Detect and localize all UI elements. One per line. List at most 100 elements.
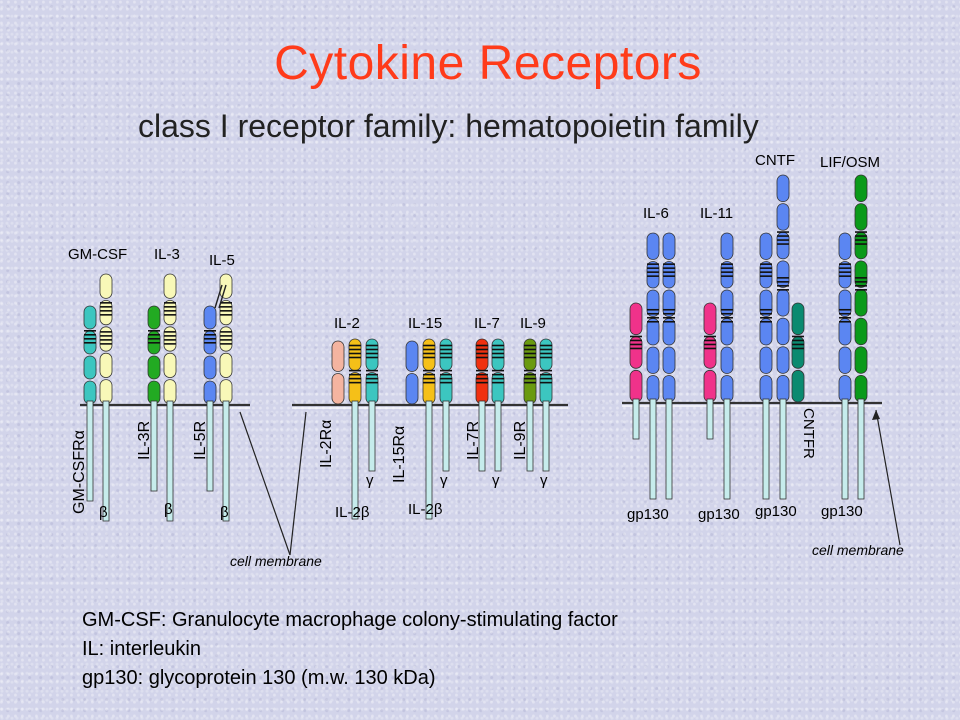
receptor-domain: [163, 352, 177, 379]
receptor-label-il-15r-alpha: IL-15Rα: [391, 426, 408, 483]
conserved-motif: [855, 243, 867, 245]
common-gamma-chain: [439, 338, 453, 472]
cytoplasmic-tail: [723, 398, 731, 500]
conserved-motif: [423, 348, 435, 351]
conserved-motif: [540, 344, 552, 347]
receptor-domain: [662, 346, 676, 374]
receptor-domain: [147, 355, 161, 380]
conserved-motif: [220, 306, 232, 308]
conserved-motif: [100, 331, 112, 333]
cell-membrane-label: cell membrane: [230, 553, 322, 569]
cytoplasmic-tail: [206, 400, 214, 492]
cytoplasmic-tail: [166, 400, 174, 522]
cytoplasmic-tail: [857, 398, 865, 500]
receptor-domain: [662, 232, 676, 260]
cytoplasmic-tail: [632, 398, 640, 440]
receptor-domain: [646, 375, 660, 403]
receptor-domain: [703, 369, 717, 403]
conserved-motif: [204, 342, 216, 344]
receptor-domain: [405, 373, 419, 405]
gp130-chain: [838, 232, 852, 500]
receptor-domain: [854, 374, 868, 403]
receptor-domain: [422, 338, 436, 371]
arrow-head: [872, 410, 880, 420]
conserved-motif: [855, 285, 867, 287]
conserved-motif: [839, 312, 851, 315]
receptor-domain: [629, 302, 643, 336]
gm-csf-receptor-group: [80, 273, 291, 556]
conserved-motif: [204, 338, 216, 340]
slide-subtitle: class I receptor family: hematopoietin f…: [138, 108, 759, 144]
receptor-domain: [776, 317, 790, 346]
conserved-motif: [855, 231, 867, 233]
gp130-label: gp130: [821, 503, 863, 520]
conserved-motif: [839, 271, 851, 273]
receptor-domain: [854, 203, 868, 231]
gamma-label: γ: [540, 472, 548, 489]
cytoplasmic-tail: [478, 400, 486, 472]
conserved-motif: [721, 263, 733, 265]
legend-line: IL: interleukin: [82, 638, 201, 660]
ligand-label-il-11: IL-11: [700, 205, 733, 222]
receptor-label-il-9r: IL-9R: [512, 421, 529, 460]
ligand-label-il-9: IL-9: [520, 315, 546, 332]
conserved-motif: [839, 316, 851, 319]
receptor-domain: [439, 372, 453, 405]
cytoplasmic-tail: [102, 400, 110, 522]
conserved-motif: [663, 271, 675, 273]
conserved-motif: [100, 314, 112, 316]
membrane-pointer-line: [875, 409, 901, 546]
receptor-domain: [163, 299, 177, 326]
conserved-motif: [164, 335, 176, 337]
receptor-label-il-7r: IL-7R: [465, 421, 482, 460]
conserved-motif: [663, 316, 675, 319]
conserved-motif: [524, 373, 536, 376]
conserved-motif: [349, 381, 361, 384]
conserved-motif: [492, 381, 504, 384]
gp130-label: gp130: [627, 506, 669, 523]
conserved-motif: [524, 377, 536, 380]
il-2r-beta-chain: [422, 338, 436, 520]
conserved-motif: [524, 369, 536, 372]
conserved-motif: [349, 369, 361, 372]
ligand-label-il-2: IL-2: [334, 315, 360, 332]
pointer-line: [214, 284, 223, 309]
conserved-motif: [647, 263, 659, 265]
receptor-domain: [405, 340, 419, 372]
conserved-motif: [704, 339, 716, 342]
receptor-label-il-5r: IL-5R: [192, 421, 209, 460]
legend-line: GM-CSF: Granulocyte macrophage colony-st…: [82, 609, 618, 631]
beta-label: β: [99, 504, 108, 521]
gamma-label: γ: [492, 472, 500, 489]
conserved-motif: [366, 381, 378, 384]
conserved-motif: [630, 335, 642, 338]
receptor-domain: [646, 232, 660, 260]
receptor-label-cntfr: CNTFR: [800, 408, 817, 459]
ligand-label-il-3: IL-3: [154, 246, 180, 263]
cntfr-chain: [791, 302, 805, 403]
receptor-domain: [147, 305, 161, 330]
conserved-motif: [440, 381, 452, 384]
cytoplasmic-tail: [442, 400, 450, 472]
conserved-motif: [760, 308, 772, 311]
il-2-beta-label: IL-2β: [335, 504, 370, 521]
conserved-motif: [760, 267, 772, 269]
receptor-domain: [523, 338, 537, 371]
conserved-motif: [476, 356, 488, 359]
conserved-motif: [647, 320, 659, 323]
pointer-line: [218, 284, 227, 309]
common-gamma-chain: [491, 338, 505, 472]
conserved-motif: [100, 310, 112, 312]
conserved-motif: [476, 348, 488, 351]
conserved-motif: [492, 344, 504, 347]
il-2-beta-label: IL-2β: [408, 501, 443, 518]
cytoplasmic-tail: [542, 400, 550, 472]
conserved-motif: [492, 356, 504, 359]
conserved-motif: [855, 277, 867, 279]
conserved-motif: [540, 356, 552, 359]
conserved-motif: [440, 348, 452, 351]
receptor-domain: [759, 375, 773, 403]
conserved-motif: [220, 302, 232, 304]
gp130-label: gp130: [698, 506, 740, 523]
il-3r-chain: [147, 305, 161, 492]
